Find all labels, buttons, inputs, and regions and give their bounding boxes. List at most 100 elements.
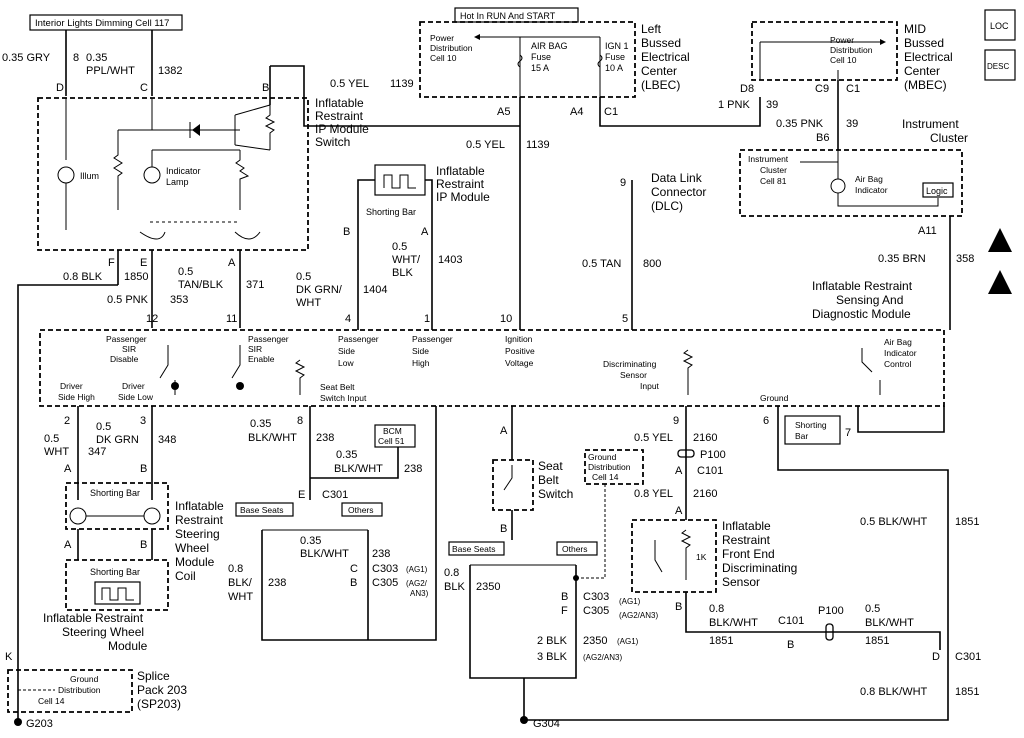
wire-label: 358 (956, 253, 974, 265)
sdm-label: Control (884, 359, 912, 369)
wire-label: 0.5 (96, 421, 111, 433)
sdm-label: Passenger (338, 334, 379, 344)
sdm-label: Disable (110, 354, 139, 364)
wire-label: 238 (316, 432, 334, 444)
sdm-label: Driver (122, 381, 145, 391)
sdm-label: Sensor (620, 370, 647, 380)
gdc-label: Cell 14 (592, 472, 619, 482)
shorting-bar-box (784, 415, 841, 445)
lbec-pd: Distribution (430, 43, 473, 53)
mbec-title: Bussed (904, 36, 944, 50)
connector-label: (AG1) (619, 597, 641, 606)
wire-label: TAN/BLK (178, 279, 224, 291)
bcm-box (374, 424, 416, 448)
ip-module-label: Restraint (436, 177, 485, 191)
pin-label: 3 (140, 415, 146, 427)
fuse-icon (517, 54, 523, 68)
wire-label: 0.35 (250, 418, 271, 430)
connector-p100-icon (677, 449, 695, 458)
switch-icon (159, 345, 169, 379)
loc-icon (984, 9, 1016, 41)
resistor-icon (294, 359, 306, 395)
pin-label: B (675, 601, 682, 613)
sw-module-label: Coil (175, 569, 196, 583)
base-seats-label: Base Seats (452, 544, 495, 554)
wire-label: 8 (73, 52, 79, 64)
resistor-icon (113, 130, 123, 210)
wire-label: 0.5 PNK (107, 294, 149, 306)
pin-label: C (140, 82, 148, 94)
wire-label: BLK/WHT (334, 463, 383, 475)
pin-label: A (64, 463, 72, 475)
wire-label: 0.5 YEL (330, 78, 369, 90)
wire-label: WHT (228, 591, 253, 603)
sdm-label: Low (338, 358, 354, 368)
sw-module-label: Wheel (175, 541, 209, 555)
wire-label: 238 (404, 463, 422, 475)
sdm-label: Input (640, 381, 660, 391)
ic-title: Instrument (902, 117, 959, 131)
pin-label: A (228, 257, 236, 269)
pin-label: B (343, 226, 350, 238)
resistor-label: 1K (696, 552, 707, 562)
wire-label: WHT (44, 446, 69, 458)
pin-label: B (500, 523, 507, 535)
wire-label: 0.35 GRY (2, 52, 51, 64)
pin-label: A11 (918, 225, 937, 237)
connector-label: C301 (955, 651, 981, 663)
wire-label: 0.5 YEL (634, 432, 673, 444)
wire-label: DK GRN/ (296, 284, 343, 296)
seatbelt-box (492, 459, 534, 511)
wire-label: 0.8 (444, 567, 459, 579)
fuse-label: 10 A (605, 63, 623, 73)
connector-label: C101 (778, 615, 804, 627)
connector-label: P100 (700, 449, 726, 461)
wire-label: 0.5 (44, 433, 59, 445)
connector-label: AN3) (410, 589, 429, 598)
sdm-label: Ground (760, 393, 789, 403)
mbec-pd: Distribution (830, 45, 873, 55)
airbag-ind-label: Air Bag (855, 174, 883, 184)
gdc-label: Distribution (58, 685, 101, 695)
wire-label: 0.5 (392, 241, 407, 253)
wire-label: 0.35 (300, 535, 321, 547)
sdm-label: Side Low (118, 392, 154, 402)
sw-shorting-label: Shorting Bar (90, 488, 140, 498)
wire-label: 1403 (438, 254, 462, 266)
fed-label: Front End (722, 547, 775, 561)
sdm-label: Side High (58, 392, 95, 402)
wire-label: 1851 (865, 635, 889, 647)
wire-label: BLK/ (228, 577, 253, 589)
interior-lights-cell-label: Interior Lights Dimming Cell 117 (35, 18, 169, 29)
pin-label: C1 (604, 106, 618, 118)
wire-label: 0.5 YEL (466, 139, 505, 151)
ip-switch-label: Restraint (315, 109, 364, 123)
pin-label: C (350, 563, 358, 575)
wire-label: 348 (158, 434, 176, 446)
pin-label: A (421, 226, 429, 238)
splice-label: (SP203) (137, 697, 181, 711)
wire-label: BLK/WHT (709, 617, 758, 629)
fed-box (631, 519, 717, 593)
wire-label: 0.5 TAN (582, 258, 621, 270)
sw-bottom-label: Module (108, 639, 148, 653)
wire-label: WHT/ (392, 254, 421, 266)
lbec-title: Bussed (641, 36, 681, 50)
dlc-label: (DLC) (651, 199, 683, 213)
switch-icon (654, 540, 663, 573)
coil-icon (143, 507, 161, 525)
pin-label: A (64, 539, 72, 551)
fed-label: Restraint (722, 533, 771, 547)
wire-label: BLK/WHT (248, 432, 297, 444)
pin-label: A (675, 465, 683, 477)
sdm-label: Ignition (505, 334, 533, 344)
fuse-label: Fuse (605, 52, 625, 62)
pin-label: A (675, 505, 683, 517)
pin-label: 4 (345, 313, 351, 325)
lbec-title: Center (641, 64, 677, 78)
sw-bottom-label: Steering Wheel (62, 625, 144, 639)
wire-pnk-39 (599, 97, 761, 127)
sw-shorting-label2: Shorting Bar (90, 567, 140, 577)
wire-label: BLK (444, 581, 465, 593)
